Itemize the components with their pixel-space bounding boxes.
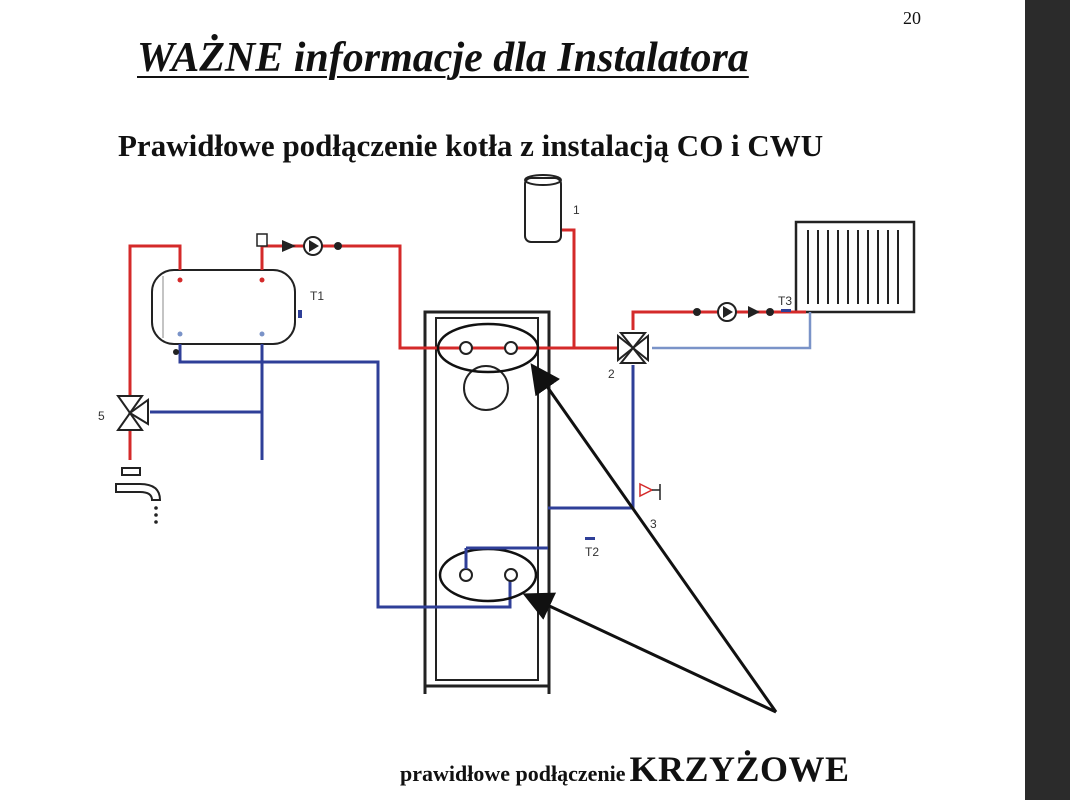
return-pipes [150,344,635,609]
label-mixing-valve: 2 [608,367,615,381]
caption-prefix: prawidłowe podłączenie [400,761,626,786]
page-number: 20 [903,8,921,28]
page-title: WAŻNE informacje dla Instalatora [137,35,749,81]
caption-emphasis: KRZYŻOWE [629,749,850,789]
label-sensor-t3: T3 [778,294,792,308]
three-way-valve [116,395,149,431]
mixing-valve [617,332,649,364]
caption: prawidłowe podłączenie KRZYŻOWE [400,748,850,790]
radiator-return-pipe [652,312,812,350]
viewer-side-bar [1025,0,1070,800]
hot-water-tank [151,269,296,345]
boiler-connections-bottom [438,546,548,603]
label-expansion-vessel: 1 [573,203,580,217]
sensors [173,277,791,540]
crosswise-arrows [522,363,778,714]
tank-pump-group [256,233,342,256]
page-subtitle: Prawidłowe podłączenie kotła z instalacj… [118,128,824,163]
radiator-pump-group [693,302,774,322]
faucet-icon [115,467,162,524]
document-page [0,0,1025,800]
label-safety-valve: 3 [650,517,657,531]
safety-valve [639,482,661,500]
radiator [794,220,916,314]
installation-diagram: 1 2 3 5 T1 T2 T3 [98,174,916,714]
boiler-connections-top [436,322,540,374]
expansion-vessel [524,174,562,243]
label-sensor-t2: T2 [585,545,599,559]
label-three-way-valve: 5 [98,409,105,423]
boiler [423,310,551,694]
label-sensor-t1: T1 [310,289,324,303]
